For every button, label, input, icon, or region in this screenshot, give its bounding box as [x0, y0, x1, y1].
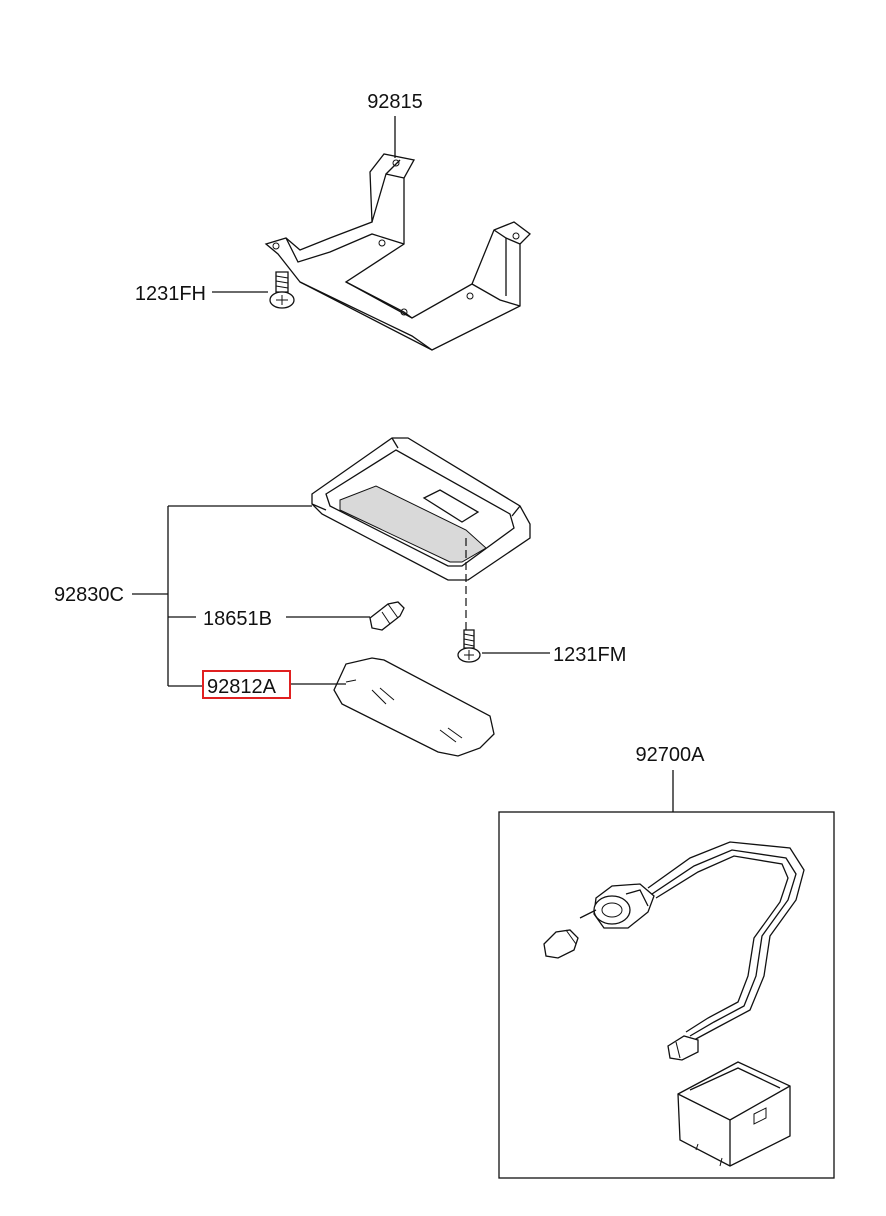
lamp-screw-part — [457, 629, 481, 663]
label-lens: 92812A — [207, 676, 277, 698]
label-harness-kit: 92700A — [636, 744, 706, 766]
case-part — [677, 1061, 791, 1167]
label-bulb: 18651B — [203, 608, 272, 630]
bulb-part — [369, 601, 405, 631]
label-bracket: 92815 — [367, 91, 423, 113]
harness-part — [543, 841, 805, 1061]
highlight-box — [202, 670, 291, 699]
lamp-housing-part — [311, 437, 531, 581]
assembly-bracket-lines — [132, 505, 312, 687]
label-lamp-assembly: 92830C — [54, 584, 124, 606]
label-lamp-screw: 1231FM — [553, 644, 626, 666]
label-bracket-screw: 1231FH — [135, 283, 206, 305]
harness-kit-frame — [498, 811, 835, 1179]
bracket-part — [264, 153, 531, 351]
bracket-screw-part — [269, 271, 295, 309]
lens-part — [333, 657, 495, 757]
